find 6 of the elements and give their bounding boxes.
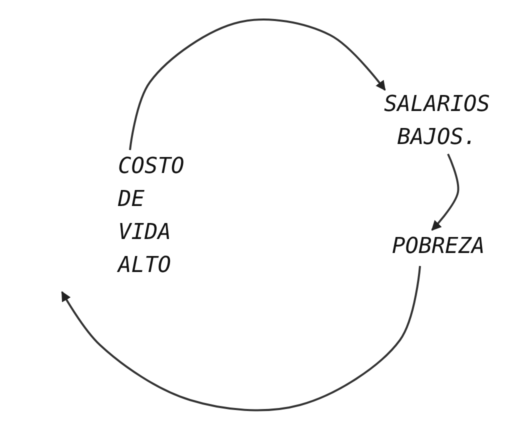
arrow: [431, 154, 460, 231]
arrow: [129, 18, 386, 150]
node-label: COSTO DE VIDA ALTO: [118, 153, 186, 280]
arrow: [61, 266, 421, 412]
node-label: SALARIOS BAJOS.: [383, 91, 491, 152]
node-label: POBREZA: [392, 233, 486, 261]
